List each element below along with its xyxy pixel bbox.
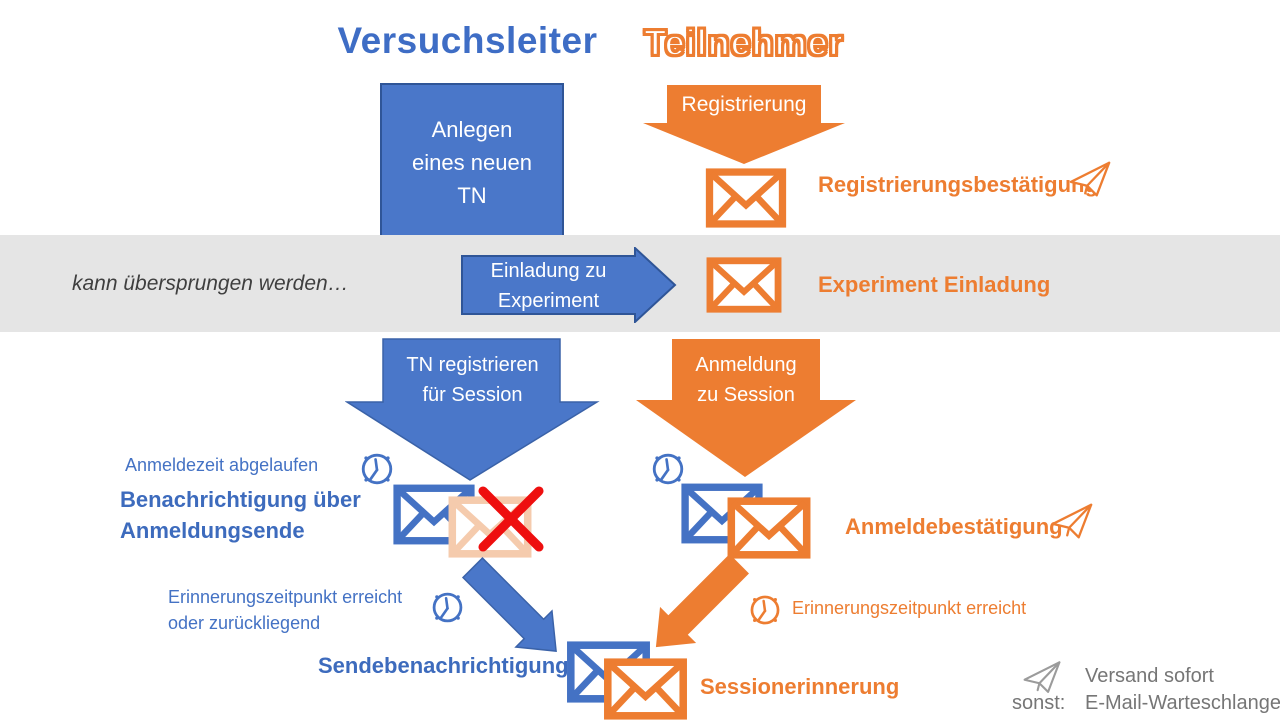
skip-note: kann übersprungen werden… — [72, 272, 349, 295]
invitation-arrow: Einladung zu Experiment — [460, 245, 677, 325]
invitation-arrow-line2: Experiment — [497, 290, 600, 312]
reminder-left-line1: Erinnerungszeitpunkt erreicht — [168, 587, 403, 607]
register-session-arrow: TN registrieren für Session — [344, 338, 600, 482]
paper-plane-icon — [1023, 661, 1061, 693]
red-cross-icon — [478, 486, 544, 552]
envelope-icon — [604, 658, 687, 720]
legend-immediate-label: Versand sofort — [1085, 665, 1214, 687]
invitation-arrow-label: Einladung zu Experiment — [462, 256, 635, 316]
column-title-versuchsleiter: Versuchsleiter — [337, 20, 598, 61]
signup-confirmation-label: Anmeldebestätigung — [845, 514, 1063, 539]
reminder-left-label: Erinnerungszeitpunkt erreicht oder zurüc… — [168, 584, 402, 636]
register-session-arrow-label: TN registrieren für Session — [345, 350, 600, 410]
signup-end-notification-label: Benachrichtigung über Anmeldungsende — [120, 485, 361, 547]
envelope-icon — [705, 168, 787, 228]
send-notification-label: Sendebenachrichtigung — [318, 653, 569, 678]
signup-end-line2: Anmeldungsende — [120, 517, 305, 543]
paper-plane-icon — [1069, 161, 1111, 197]
signup-session-arrow-label: Anmeldung zu Session — [635, 350, 857, 410]
right-arrow-icon — [461, 245, 677, 325]
clock-icon — [652, 453, 684, 485]
envelope-icon — [706, 257, 782, 313]
registration-arrow: Registrierung — [642, 85, 846, 165]
reminder-left-line2: oder zurückliegend — [168, 613, 321, 634]
register-session-line2: für Session — [422, 384, 523, 406]
invitation-arrow-line1: Einladung zu — [490, 260, 607, 282]
clock-icon — [750, 595, 780, 625]
diagonal-arrow-icon — [655, 554, 749, 648]
envelope-icon — [727, 497, 811, 559]
down-arrow-icon — [643, 85, 845, 164]
signup-session-arrow: Anmeldung zu Session — [635, 338, 857, 478]
legend-otherwise-prefix: sonst: — [1012, 692, 1066, 714]
clock-icon — [432, 592, 463, 623]
registration-arrow-label: Registrierung — [681, 93, 807, 116]
signup-end-line1: Benachrichtigung über — [120, 487, 361, 512]
reminder-right-label: Erinnerungszeitpunkt erreicht — [792, 598, 1027, 618]
clock-icon — [361, 453, 393, 485]
paper-plane-icon — [1051, 503, 1093, 539]
create-box-line2: eines neuen — [412, 150, 532, 175]
signup-session-line1: Anmeldung — [695, 354, 797, 376]
signup-expired-label: Anmeldezeit abgelaufen — [125, 455, 319, 475]
legend-otherwise-label: E-Mail-Warteschlange — [1085, 692, 1280, 714]
column-title-teilnehmer: Teilnehmer — [643, 21, 844, 64]
create-box-line1: Anlegen — [431, 117, 513, 142]
down-arrow-icon — [636, 339, 856, 477]
create-participant-box: Anlegen eines neuen TN — [380, 83, 564, 261]
signup-session-line2: zu Session — [697, 384, 795, 406]
create-box-line3: TN — [457, 183, 487, 208]
experiment-invitation-label: Experiment Einladung — [818, 272, 1051, 297]
session-reminder-label: Sessionerinnerung — [700, 674, 900, 699]
down-arrow-icon — [344, 338, 600, 481]
registration-confirmation-label: Registrierungsbestätigung — [818, 172, 1098, 197]
register-session-line1: TN registrieren — [406, 354, 539, 376]
diagonal-arrow-icon — [461, 557, 557, 652]
